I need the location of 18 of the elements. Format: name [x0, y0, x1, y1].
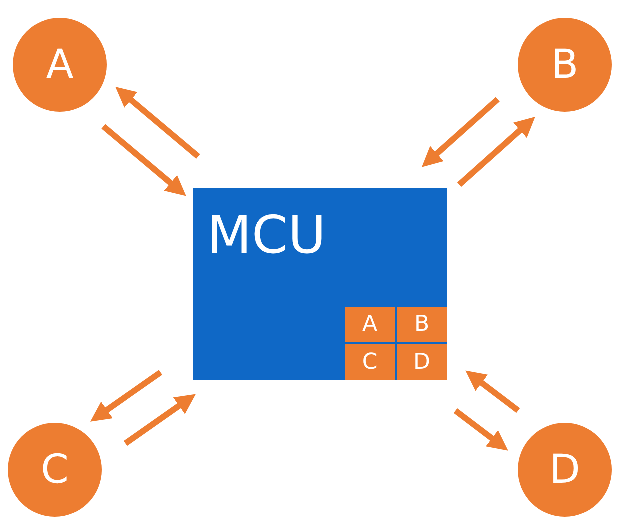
port-cell: C [345, 344, 395, 380]
arrow [454, 408, 508, 451]
mcu-block [193, 188, 447, 380]
arrow [116, 86, 200, 160]
block-title: MCU [207, 210, 326, 262]
arrow [124, 394, 196, 446]
device-circle: D [518, 423, 612, 517]
device-circle: A [13, 18, 107, 112]
arrow [457, 116, 536, 188]
port-cell: D [397, 344, 447, 380]
arrow [102, 124, 186, 196]
arrow [90, 370, 163, 422]
arrow [466, 370, 520, 414]
device-circle: B [518, 18, 612, 112]
port-cell: A [345, 307, 395, 342]
arrow [422, 97, 500, 168]
device-circle: C [8, 423, 102, 517]
port-cell: B [397, 307, 447, 342]
